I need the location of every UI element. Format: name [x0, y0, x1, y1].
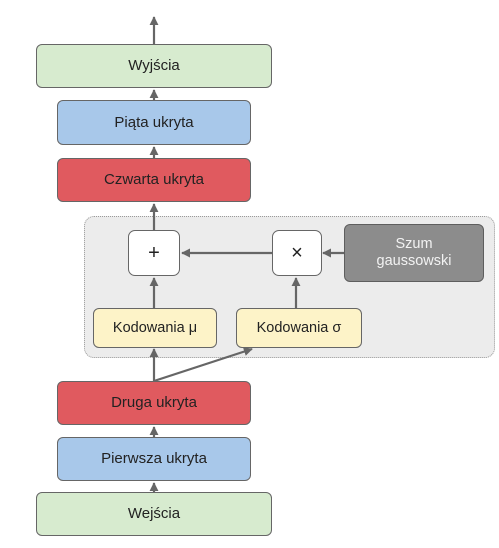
node-first-hidden: Pierwsza ukryta — [57, 437, 251, 481]
node-second-hidden-label: Druga ukryta — [111, 394, 197, 412]
node-fourth-hidden-label: Czwarta ukryta — [103, 171, 205, 189]
node-coding-mu-label: Kodowania μ — [112, 319, 198, 336]
node-outputs-label: Wyjścia — [128, 57, 180, 75]
node-coding-sigma-label: Kodowania σ — [256, 319, 342, 336]
node-noise-label-line2: gaussowski — [376, 253, 452, 269]
multiply-icon: × — [291, 241, 303, 264]
node-fourth-hidden: Czwarta ukryta — [57, 158, 251, 202]
node-inputs-label: Wejścia — [127, 505, 181, 523]
node-coding-sigma: Kodowania σ — [236, 308, 362, 348]
node-noise-label-line1: Szum — [395, 236, 433, 253]
node-second-hidden: Druga ukryta — [57, 381, 251, 425]
node-fifth-hidden: Piąta ukryta — [57, 100, 251, 145]
node-fifth-hidden-label: Piąta ukryta — [114, 113, 194, 131]
arrow-second-to-sigma — [153, 347, 253, 383]
node-first-hidden-label: Pierwsza ukryta — [101, 450, 207, 468]
node-outputs: Wyjścia — [36, 44, 272, 88]
plus-icon: + — [148, 241, 160, 264]
node-times: × — [272, 230, 322, 276]
node-inputs: Wejścia — [36, 492, 272, 536]
node-plus: + — [128, 230, 180, 276]
node-gaussian-noise: Szum gaussowski — [344, 224, 484, 282]
node-coding-mu: Kodowania μ — [93, 308, 217, 348]
